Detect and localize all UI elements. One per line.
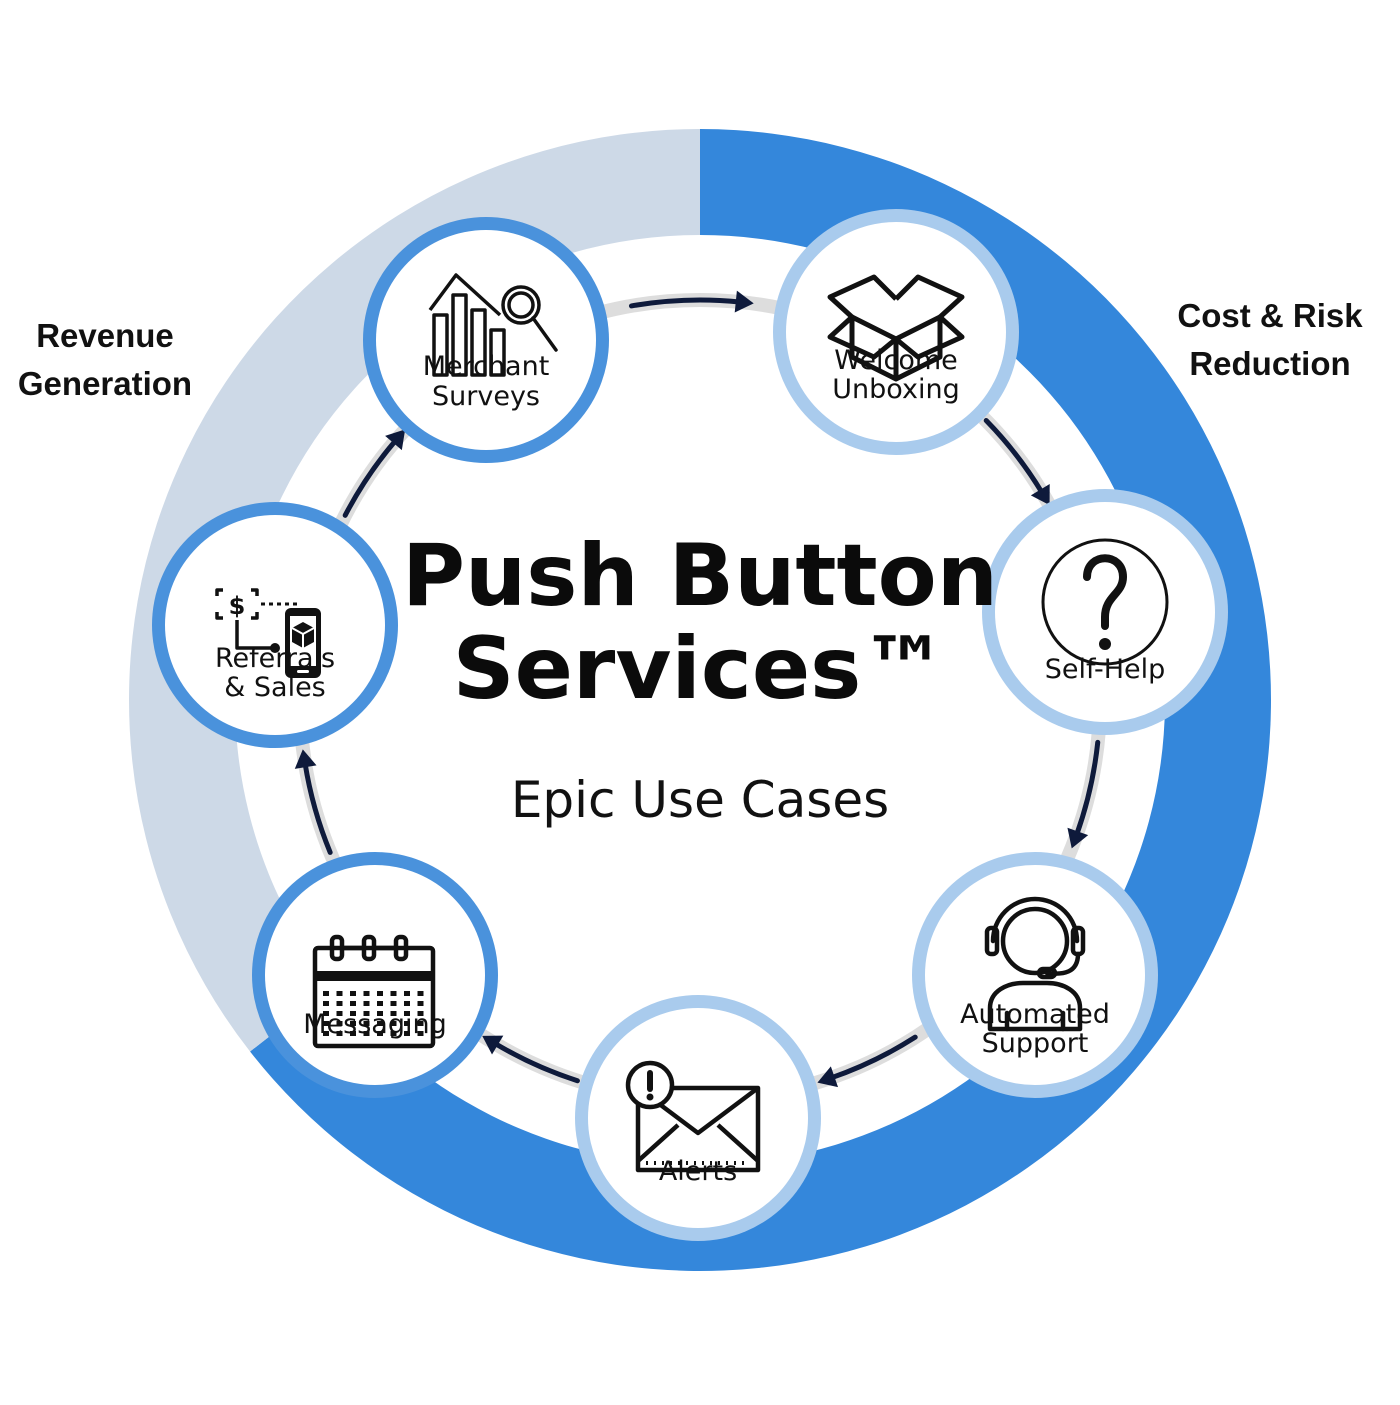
open-box-icon <box>827 274 965 382</box>
self-help-node: Self-Help <box>982 489 1228 735</box>
flow-arrowhead <box>482 1035 504 1055</box>
self-help-label-line1: Self-Help <box>1045 654 1166 685</box>
title-line2: Services™ <box>452 619 948 719</box>
cost-label-line2: Reduction <box>1189 345 1351 382</box>
alerts-node-face <box>588 1008 808 1228</box>
flow-arrowhead <box>817 1066 839 1088</box>
automated-support-label-line1: Automated <box>960 999 1110 1030</box>
bar-chart-magnifier-icon <box>428 273 558 377</box>
subtitle: Epic Use Cases <box>510 771 890 829</box>
referrals-sales-label-line1: Referrals <box>215 643 335 674</box>
cost-risk-reduction-label: Cost & Risk Reduction <box>1165 292 1375 388</box>
welcome-unboxing-label-line1: Welcome <box>834 345 958 376</box>
alerts-label-line1: Alerts <box>659 1156 737 1187</box>
messaging-label-line1: Messaging <box>303 1009 446 1040</box>
flow-arrow <box>1073 739 1101 838</box>
phone-referral-icon: $ <box>215 588 321 678</box>
revenue-generation-segment <box>128 129 701 1052</box>
svg-text:$: $ <box>229 592 246 620</box>
flow-arrow <box>491 1040 580 1084</box>
revenue-label-line2: Generation <box>17 365 193 402</box>
flow-arrow <box>302 760 333 855</box>
cost-label-line1: Cost & Risk <box>1177 297 1363 334</box>
referrals-sales-node-face <box>165 515 385 735</box>
welcome-unboxing-node-face <box>786 222 1006 442</box>
flow-arrowhead <box>1067 827 1089 849</box>
headset-agent-icon <box>984 896 1086 1032</box>
messaging-node: Messaging <box>252 852 498 1098</box>
revenue-label-line1: Revenue <box>36 317 174 354</box>
revenue-generation-label: Revenue Generation <box>0 312 210 408</box>
flow-arrowhead <box>294 749 317 769</box>
flow-arrow <box>828 1034 918 1081</box>
referrals-sales-label-line2: & Sales <box>224 672 326 703</box>
calendar-icon <box>312 934 436 1049</box>
merchant-surveys-label-line1: Merchant <box>423 351 550 382</box>
alerts-node: Alerts <box>575 995 821 1241</box>
flow-arrowhead <box>1030 484 1050 506</box>
flow-arrowhead <box>734 290 754 313</box>
merchant-surveys-label-line2: Surveys <box>432 381 540 412</box>
outer-ring <box>128 129 1271 1271</box>
referrals-sales-node: $ Referrals& Sales <box>152 502 398 748</box>
flow-arrow <box>342 437 399 518</box>
node-layer: MerchantSurveysWelcomeUnboxingSelf-HelpA… <box>152 209 1228 1241</box>
title-line1: Push Button <box>402 526 998 626</box>
welcome-unboxing-label-line2: Unboxing <box>832 374 959 405</box>
automated-support-label-line2: Support <box>982 1028 1089 1059</box>
flow-arrowhead <box>385 429 406 451</box>
flow-arrow <box>983 418 1045 496</box>
question-mark-icon <box>1041 538 1169 666</box>
flow-arrow <box>628 297 743 309</box>
envelope-alert-icon <box>625 1060 761 1173</box>
